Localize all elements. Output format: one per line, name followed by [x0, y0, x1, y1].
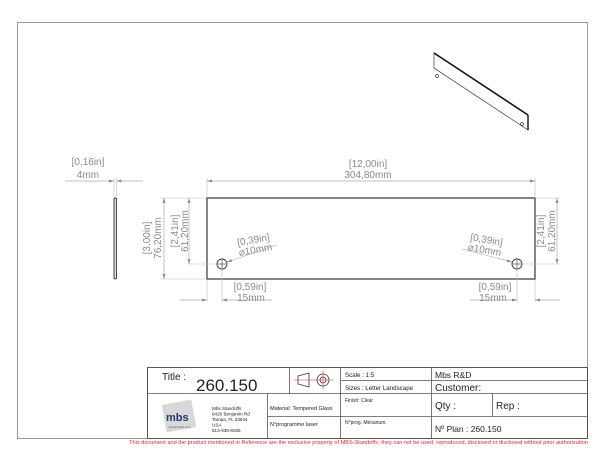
glass-panel-outline: [206, 197, 536, 280]
scale-field: Scale : 1:5: [345, 372, 375, 379]
customer-field: Customer:: [435, 383, 481, 394]
thickness-mm-label: 4mm: [77, 170, 99, 181]
company-name: Mbs Standoffs: [212, 406, 242, 411]
left-offset-mm-label: 15mm: [237, 293, 265, 304]
svg-text:mbstandoffs.com: mbstandoffs.com: [168, 425, 191, 429]
iso-hole-right: [520, 122, 524, 126]
disclaimer-text: This document and the product mentioned …: [129, 440, 588, 446]
hole-right: [511, 258, 523, 270]
title-block: Title : 260.150 mbs mbstandoffs.com Mbs …: [147, 367, 588, 439]
company-address1: 6420 Benjamin Rd: [212, 412, 250, 417]
right-hole-spacing-in-label: [2,41in]: [536, 214, 547, 247]
hole-left: [216, 258, 228, 270]
isometric-view: [433, 52, 529, 131]
length-mm-label: 304,80mm: [344, 170, 391, 181]
right-offset-in-label: [0,59in]: [479, 282, 512, 293]
finish-field: Finish: Clear: [345, 398, 373, 404]
svg-text:mbs: mbs: [166, 412, 189, 424]
height-mm-label: 76,20mm: [153, 217, 164, 259]
title-value: 260.150: [196, 376, 257, 395]
company-phone: 813-938-6025: [212, 428, 241, 433]
side-view: [0,16in] 4mm: [65, 157, 143, 280]
rep-field: Rep :: [496, 401, 520, 412]
front-view: [12,00in] 304,80mm [3,00in] 76,20mm [2,4…: [142, 159, 560, 304]
laser-program-field: N°programme laser: [270, 422, 318, 428]
sizes-field: Sizes : Letter Landscape: [345, 385, 414, 392]
right-offset-mm-label: 15mm: [479, 293, 507, 304]
thickness-in-label: [0,16in]: [72, 157, 105, 168]
left-hole-spacing-mm-label: 61,20mm: [180, 210, 191, 252]
left-hole-spacing-in-label: [2,41in]: [170, 214, 181, 247]
company-address2: Tampa, FL 33634: [212, 417, 248, 422]
length-in-label: [12,00in]: [349, 159, 388, 170]
height-in-label: [3,00in]: [142, 221, 153, 254]
mbs-logo: mbs mbstandoffs.com: [161, 399, 197, 433]
company-country: USA: [212, 423, 222, 428]
plan-number-field: Nº Plan : 260.150: [435, 424, 502, 434]
qty-field: Qty :: [435, 401, 456, 412]
title-label: Title :: [162, 372, 186, 383]
left-offset-in-label: [0,59in]: [234, 282, 267, 293]
right-hole-spacing-mm-label: 61,20mm: [547, 210, 558, 252]
department-field: Mbs R&D: [435, 370, 471, 380]
material-field: Material: Tempered Glass: [270, 406, 333, 412]
glass-edge: [113, 197, 117, 280]
mech-program-field: N°prog. Mécanum.: [345, 420, 387, 426]
first-angle-projection-icon: [294, 371, 333, 389]
iso-hole-left: [435, 74, 439, 78]
